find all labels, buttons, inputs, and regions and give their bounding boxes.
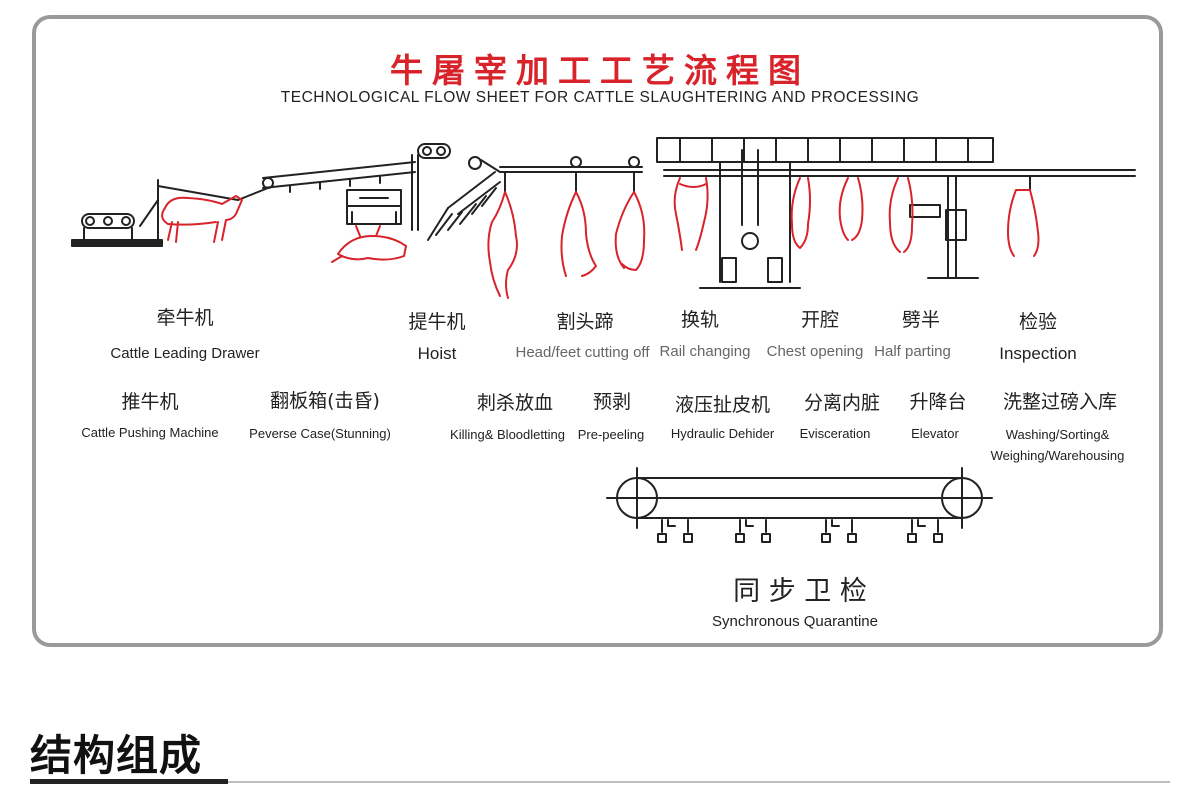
carcass-1-sketch (487, 191, 518, 299)
section-divider (30, 781, 1170, 783)
carcass-7-sketch (888, 177, 914, 253)
stage-elevator-en: Elevator (911, 426, 959, 441)
stage-rail-en: Rail changing (659, 343, 751, 360)
diagram-frame (32, 15, 1163, 647)
carcass-5-sketch (790, 177, 811, 249)
stage-hoist-en: Hoist (417, 344, 457, 363)
dehider-frame-drawing (656, 137, 994, 289)
carcass-2-sketch (560, 191, 597, 277)
stage-evisc-en: Evisceration (799, 426, 871, 441)
section-title: 结构组成 (30, 731, 203, 780)
overhead-rail-drawing (499, 156, 643, 193)
carcass-8-sketch (1007, 189, 1040, 257)
stage-killing-cn: 刺杀放血 (476, 392, 553, 414)
reverse-case-drawing (346, 189, 402, 225)
stage-half-en: Half parting (874, 343, 951, 360)
quarantine-conveyor-drawing (606, 467, 993, 543)
diagram-title-en: TECHNOLOGICAL FLOW SHEET FOR CATTLE SLAU… (280, 89, 920, 106)
diagram-title-cn: 牛屠宰加工工艺流程图 (390, 51, 810, 90)
stage-dehider-en: Hydraulic Dehider (670, 426, 775, 441)
stage-head-cn: 割头蹄 (556, 311, 614, 333)
stage-reverse-en: Peverse Case(Stunning) (249, 426, 391, 441)
standing-cow-sketch (161, 195, 243, 243)
stage-killing-en: Killing& Bloodletting (450, 427, 565, 442)
stage-chest-en: Chest opening (766, 343, 864, 360)
flow-diagram-drawing (71, 137, 1136, 543)
stage-quarantine-en: Synchronous Quarantine (712, 613, 878, 630)
stage-pushing-cn: 推牛机 (121, 391, 179, 413)
carcass-3-sketch (614, 191, 646, 271)
stunned-cow-sketch (331, 225, 407, 263)
stage-washing-en-line1: Washing/Sorting& (1005, 427, 1110, 442)
stage-inspection-en: Inspection (999, 344, 1077, 363)
stage-half-cn: 劈半 (901, 309, 940, 331)
carcass-sketches (161, 177, 1040, 299)
stage-washing-en-line2: Weighing/Warehousing (990, 448, 1125, 463)
stage-leading-en: Cattle Leading Drawer (110, 345, 260, 362)
carcass-6-sketch (838, 177, 864, 241)
stage-hoist-cn: 提牛机 (408, 311, 466, 333)
stage-reverse-cn: 翻板箱(击昏) (270, 390, 380, 412)
hoist-drawing (417, 143, 501, 241)
elevator-drawing (909, 175, 979, 279)
stage-head-en: Head/feet cutting off (515, 344, 650, 361)
stage-inspection-cn: 检验 (1018, 311, 1057, 333)
stage-prepeel-cn: 预剥 (592, 391, 631, 413)
stage-evisc-cn: 分离内脏 (803, 392, 880, 414)
stage-leading-cn: 牵牛机 (156, 307, 214, 329)
section-divider-accent (30, 779, 228, 784)
stage-dehider-cn: 液压扯皮机 (674, 394, 770, 416)
stage-quarantine-cn: 同 步 卫 检 (733, 576, 867, 607)
carcass-4-sketch (673, 177, 709, 251)
stage-rail-cn: 换轨 (680, 309, 719, 331)
pushing-conveyor-drawing (237, 154, 419, 231)
stage-prepeel-en: Pre-peeling (577, 427, 645, 442)
lower-rail-drawing (663, 169, 1136, 191)
stage-elevator-cn: 升降台 (909, 391, 967, 413)
stage-chest-cn: 开腔 (800, 309, 839, 331)
stage-pushing-en: Cattle Pushing Machine (81, 425, 219, 440)
stage-washing-cn: 洗整过磅入库 (1002, 391, 1117, 413)
cattle-leading-machine-drawing (71, 179, 239, 247)
